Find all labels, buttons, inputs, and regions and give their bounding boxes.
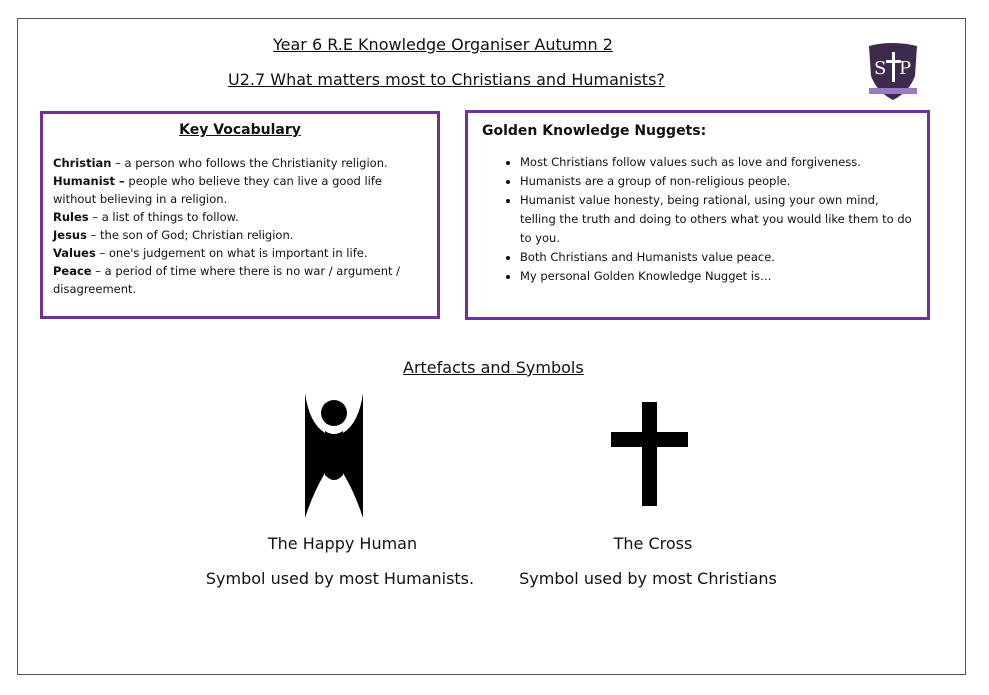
definition: – the son of God; Christian religion. [86, 228, 294, 242]
definition: – a person who follows the Christianity … [111, 156, 388, 170]
vocab-item: Christian – a person who follows the Chr… [53, 154, 427, 172]
nuggets-heading: Golden Knowledge Nuggets: [482, 123, 707, 139]
vocab-heading: Key Vocabulary [179, 122, 301, 138]
term: Rules [53, 210, 89, 224]
vocab-item: Peace – a period of time where there is … [53, 262, 427, 298]
happy-human-desc: Symbol used by most Humanists. [205, 569, 475, 588]
nugget-item: Both Christians and Humanists value peac… [520, 248, 913, 267]
happy-human-name: The Happy Human [267, 534, 418, 553]
vocab-item: Jesus – the son of God; Christian religi… [53, 226, 427, 244]
vocab-item: Values – one's judgement on what is impo… [53, 244, 427, 262]
vocab-item: Humanist – people who believe they can l… [53, 172, 427, 208]
term: Humanist – [53, 174, 125, 188]
term: Values [53, 246, 96, 260]
page-title: Year 6 R.E Knowledge Organiser Autumn 2 [273, 35, 613, 54]
nugget-item: Most Christians follow values such as lo… [520, 153, 913, 172]
key-vocabulary-box: Key Vocabulary Christian – a person who … [40, 111, 440, 319]
nugget-item: My personal Golden Knowledge Nugget is… [520, 267, 913, 286]
nugget-item: Humanist value honesty, being rational, … [520, 191, 913, 248]
cross-name: The Cross [613, 534, 693, 553]
definition: people who believe they can live a good … [53, 174, 382, 206]
definition: – a list of things to follow. [88, 210, 239, 224]
artefacts-heading: Artefacts and Symbols [403, 358, 584, 377]
page-subtitle: U2.7 What matters most to Christians and… [228, 70, 665, 89]
golden-nuggets-box: Golden Knowledge Nuggets: Most Christian… [465, 110, 930, 320]
vocab-item: Rules – a list of things to follow. [53, 208, 427, 226]
happy-human-icon [305, 393, 363, 518]
page-border [17, 18, 966, 675]
term: Jesus [53, 228, 87, 242]
svg-text:S: S [874, 58, 886, 79]
svg-text:P: P [899, 58, 911, 79]
definition: – a period of time where there is no war… [53, 264, 401, 296]
cross-desc: Symbol used by most Christians [519, 569, 777, 588]
nugget-item: Humanists are a group of non-religious p… [520, 172, 913, 191]
cross-icon [611, 402, 688, 506]
term: Christian [53, 156, 112, 170]
definition: – one's judgement on what is important i… [95, 246, 368, 260]
term: Peace [53, 264, 92, 278]
